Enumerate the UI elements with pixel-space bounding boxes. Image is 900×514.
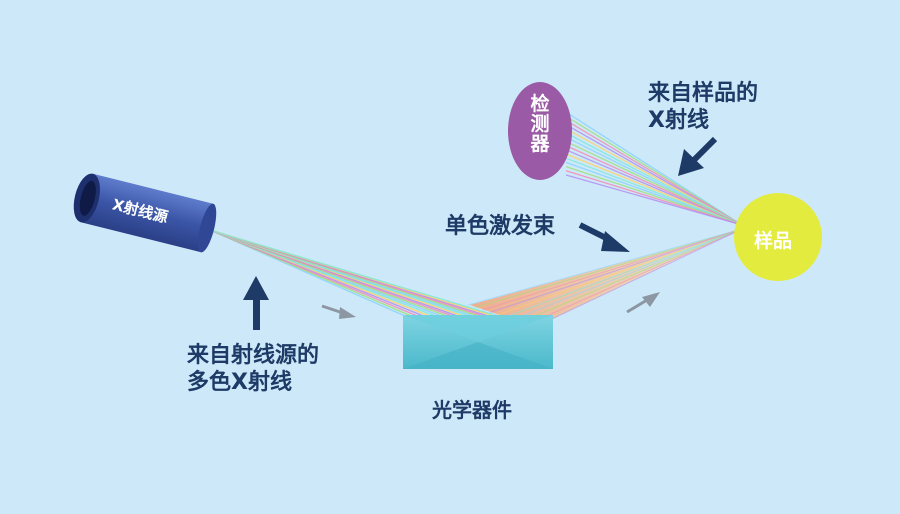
polychromatic-ray [209, 229, 546, 331]
optic-label: 光学器件 [432, 398, 512, 422]
monochromatic-ray [512, 228, 743, 321]
sample-xray-label-line-2: X射线 [648, 108, 709, 133]
sample-xray-ray [565, 170, 743, 226]
sample-xray-ray [565, 161, 743, 226]
sample-xray-ray [565, 174, 743, 226]
sample-xray-ray [565, 153, 743, 226]
arrow-mono-dark [578, 222, 630, 252]
optic-prism [403, 315, 553, 369]
sample-xray-label: 来自样品的 X射线 [648, 80, 758, 134]
sample-circle [734, 193, 822, 281]
sample-label: 样品 [754, 230, 793, 252]
monochromatic-ray [490, 228, 743, 313]
polychromatic-label: 来自射线源的 多色X射线 [187, 342, 319, 396]
polychromatic-label-line-2: 多色X射线 [187, 370, 292, 395]
monochromatic-ray [497, 228, 743, 316]
monochromatic-ray [534, 228, 743, 328]
monochromatic-ray [519, 228, 743, 323]
monochromatic-ray [467, 228, 743, 306]
arrow-gray-right [626, 292, 660, 314]
monochromatic-label: 单色激发束 [445, 214, 556, 239]
monochromatic-ray [505, 228, 743, 318]
polychromatic-label-line-1: 来自射线源的 [187, 343, 320, 368]
detector-label: 检测器 [530, 93, 550, 155]
monochromatic-beam [467, 228, 743, 328]
monochromatic-ray [475, 228, 743, 308]
sample-xray-beam [565, 111, 743, 226]
sample-xray-label-line-1: 来自样品的 [648, 81, 759, 106]
monochromatic-ray [482, 228, 743, 311]
polychromatic-beam [209, 229, 546, 331]
detector-ellipse [508, 82, 572, 180]
arrow-sample-xray-dark [678, 136, 718, 176]
arrow-gray-left [321, 304, 356, 319]
sample-xray-ray [565, 165, 743, 226]
monochromatic-ray [527, 228, 743, 326]
sample-xray-ray [565, 157, 743, 226]
arrow-up-dark [243, 276, 269, 330]
xray-source-tube [73, 173, 217, 253]
